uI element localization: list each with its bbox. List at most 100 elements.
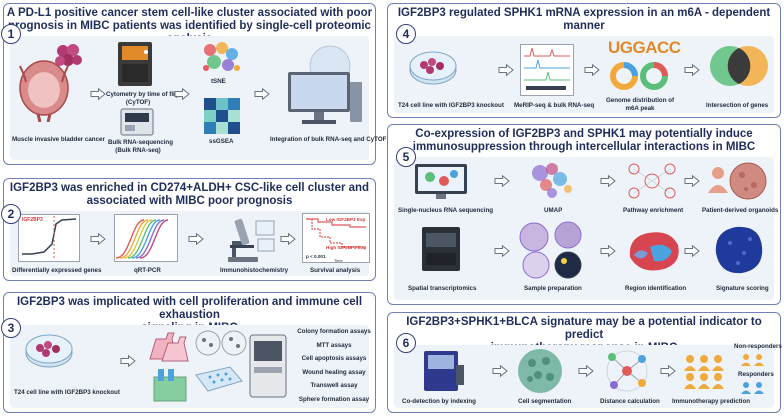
time-axis-label: Time [334,258,343,263]
arrow-icon [660,365,676,377]
bladder-icon [19,60,69,122]
nonresponders-icon [741,354,764,366]
panel-3: IGF2BP3 was implicated with cell prolife… [3,292,376,413]
sequencing-tracks-icon [520,44,574,96]
snrna-label: Single-nucleus RNA sequencing [398,207,494,214]
venn-diagram-icon [710,46,768,86]
motif-logo: UGGACC [608,38,681,57]
signature-map-icon [715,226,763,274]
sample-label: Sample preparation [524,285,582,292]
umap-label: UMAP [544,207,563,214]
integration-label: Integration of bulk RNA-seq and CyTOF [270,136,387,143]
nonresponders-label: Non-responders [734,343,782,350]
arrow-icon [280,233,296,245]
cell-segmentation-icon [518,349,562,393]
culture-flasks-icon [149,332,189,362]
survival-plot-icon [302,213,370,263]
deg-plot-icon [18,214,80,262]
codex-instrument-icon [424,351,464,391]
responders-icon [741,382,764,394]
tsne-label: tSNE [211,78,226,85]
distance-network-icon [606,350,648,392]
panel-2: IGF2BP3 was enriched in CD274+ALDH+ CSC-… [3,178,376,281]
pvalue-label: p < 0.001 [306,254,326,259]
panel-1: A PD-L1 positive cancer stem cell-like c… [3,3,386,165]
petri-dish-icon [25,334,73,368]
panel-4-title: IGF2BP3 regulated SPHK1 mRNA expression … [397,7,771,32]
deg-gene-label: IGF2BP3 [22,217,43,223]
patients-icon [684,355,724,389]
sequencer-icon [120,108,154,136]
panel-4-number: 4 [396,24,416,44]
panel-4-content: T24 cell line with IGF2BP3 knockout MeRI… [394,36,774,113]
donut-charts-icon [610,62,668,90]
segmentation-label: Cell segmentation [518,398,572,405]
bladder-label: Muscle invasive bladder cancer [12,136,105,143]
arrow-icon [188,233,204,245]
assay-item: Cell apoptosis assays [301,355,367,362]
arrow-icon [492,365,508,377]
ssgsea-label: ssGSEA [209,138,234,145]
genome-label: Genome distribution of m6A peak [605,97,675,112]
arrow-icon [498,64,514,76]
knockout-label: T24 cell line with IGF2BP3 knockout [14,389,120,396]
assay-item: Wound healing assay [302,368,366,376]
panel-2-number: 2 [1,204,21,224]
pathway-label: Pathway enrichment [623,207,684,214]
arrow-icon [578,365,594,377]
transwell-device-icon [153,369,187,402]
assay-item: Colony formation assays [297,328,371,335]
panel-1-number: 1 [1,24,21,44]
region-label: Region identification [625,285,687,292]
organoids-icon [708,162,767,200]
qpcr-label: qRT-PCR [134,267,161,274]
arrow-icon [684,64,700,76]
cytof-label: Cytometry by time of flight (CyTOF) [106,91,185,106]
distance-label: Distance calculation [600,398,660,405]
panel-2-title: IGF2BP3 was enriched in CD274+ALDH+ CSC-… [9,182,370,207]
arrow-icon [254,88,270,100]
arrow-icon [174,88,190,100]
panel-2-content: IGF2BP3 Differentially expressed genes q… [10,211,370,276]
heatmap-icon [204,98,240,134]
bulk-rnaseq-label: Bulk RNA-sequencing (Bulk RNA-seq) [108,139,173,154]
well-plates-icon [195,330,247,356]
panel-6-content: Co-detection by indexing Cell segmentati… [394,343,782,408]
panel-5-content: Single-nucleus RNA sequencing UMAP Pathw… [394,157,778,300]
cytof-machine-icon [118,42,152,86]
umap-plot-icon [532,163,572,198]
region-map-icon [629,232,679,271]
qpcr-curves-icon [114,214,178,262]
codex-label: Co-detection by indexing [402,398,476,405]
arrow-icon [494,175,510,187]
intersection-label: Intersection of genes [706,102,769,109]
arrow-icon [684,245,700,257]
computer-icon [288,45,362,124]
petri-dish-icon [409,51,457,85]
panel-5: Co-expression of IGF2BP3 and SPHK1 may p… [387,124,781,305]
arrow-icon [120,355,136,367]
high-exp-label: High IGF2BP3 Exp [326,245,367,250]
survival-label: Survival analysis [310,267,361,274]
panel-6-number: 6 [396,333,416,353]
pathway-network-icon [628,163,676,199]
panel-6: IGF2BP3+SPHK1+BLCA signature may be a po… [387,312,782,413]
merip-label: MeRIP-seq & bulk RNA-seq [514,102,595,109]
microscope-icon [228,218,275,262]
monitor-icon [415,164,467,199]
arrow-icon [90,233,106,245]
panel-5-number: 5 [396,147,416,167]
spatial-instrument-icon [422,227,460,271]
ihc-label: Immunohistochemistry [220,267,289,274]
responders-label: Responders [738,371,774,378]
panel-3-number: 3 [1,318,21,338]
panel-4: IGF2BP3 regulated SPHK1 mRNA expression … [387,3,781,118]
low-exp-label: Low IGF2BP3 Exp [326,217,366,222]
arrow-icon [684,175,700,187]
spatial-label: Spatial transcriptomics [408,285,477,292]
arrow-icon [494,245,510,257]
assay-item: MTT assays [316,341,352,349]
tissue-samples-icon [519,221,582,279]
organoids-label: Patient-derived organoids [702,207,779,214]
panel-5-title: Co-expression of IGF2BP3 and SPHK1 may p… [412,128,756,153]
